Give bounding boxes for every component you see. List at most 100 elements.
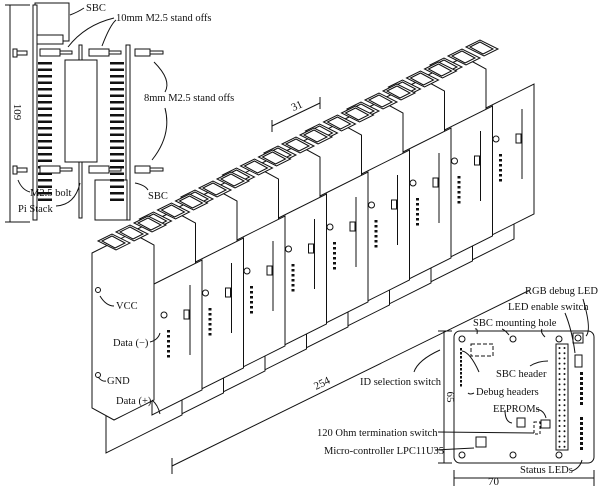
status-led [580,422,583,425]
header-pin [110,68,124,71]
debug-pin [460,384,462,387]
module-led [333,242,336,245]
header-pin [38,172,52,175]
status-led [580,382,583,385]
header-pin [563,430,566,433]
header-pin [558,383,561,386]
module-led [333,267,336,270]
dim-module-pitch: 31 [289,98,304,114]
module-led [457,176,461,179]
module-led [457,201,461,204]
header-pin [110,114,124,117]
label-m25-bolt: M2.5 bolt [30,188,72,199]
microcontroller [475,436,487,448]
module-connector [243,267,251,275]
header-pin [563,393,566,396]
header-pin [110,185,124,188]
header-pin [38,146,52,149]
module-led [416,198,419,201]
bolt-bottom [16,167,28,173]
standoff-8mm [134,48,151,57]
header-pin [110,120,124,123]
header-pin [563,425,566,427]
label-led-switch: LED enable switch [508,302,589,313]
header-pin [38,192,52,195]
module-led [250,291,253,294]
header-pin [38,120,52,123]
module-led [291,279,295,282]
header-pin [38,133,52,136]
module-led [167,355,170,358]
header-pin [563,383,566,386]
header-pin [558,435,561,438]
header-pin [38,140,52,143]
board-left [32,4,38,221]
header-pin [558,347,561,349]
module-led [416,208,419,211]
module-switch [432,177,439,188]
module-led [167,335,170,338]
pi-stack-module [91,215,203,454]
module-led [291,269,295,272]
label-sbc-bottom: SBC [148,191,168,202]
header-pin [110,88,124,91]
header-pin [110,140,124,143]
header-pin [558,393,561,396]
module-switch [349,221,356,232]
module-led [333,252,336,255]
module-led [250,296,253,299]
label-data-minus: Data (−) [113,338,149,349]
module-led [416,218,419,221]
module-led [416,213,419,216]
label-rgb-led: RGB debug LED [525,286,598,297]
module-led [499,164,502,167]
label-id-switch: ID selection switch [360,377,442,388]
label-8mm-standoffs: 8mm M2.5 stand offs [144,93,234,104]
module-led [333,257,336,260]
header-pin [38,68,52,71]
module-led [374,220,378,223]
header-pin [563,414,566,417]
header-pin [38,81,52,84]
header-pin [110,75,124,78]
module-hole [95,287,101,293]
header-pin [38,107,52,110]
module-led [416,203,419,206]
header-pin [558,362,561,365]
debug-pin [460,368,462,371]
status-led [580,402,583,405]
label-microcontroller: Micro-controller LPC11U35 [324,446,444,457]
debug-pin [460,352,462,355]
header-pin [110,172,124,175]
header-pin [38,153,52,156]
header-pin [563,347,566,349]
dim-board-width: 70 [488,476,500,486]
sbc-header-pins [558,347,566,448]
header-pin [558,399,561,401]
module-array-annotations: 31 254 VCC Data (−) GND Data (+) [97,97,531,474]
status-led [580,417,583,420]
module-led [208,328,212,331]
debug-pin [460,356,462,359]
header-pin [38,127,52,130]
header-pin [558,440,561,443]
module-connector [492,135,500,143]
header-pin [563,352,566,355]
label-sbc-header: SBC header [496,369,547,380]
header-pin [558,367,561,370]
header-pin [558,352,561,355]
label-termination-switch: 120 Ohm termination switch [317,428,438,439]
module-led [457,186,461,189]
module-led [374,240,378,243]
module-side-card [151,259,203,416]
bolt-top [16,50,28,56]
header-pin [558,388,561,391]
header-pin [558,378,561,381]
module-switch [266,265,273,276]
module-array [91,39,535,454]
header-pin [558,425,561,427]
module-led [457,191,461,194]
module-connector [202,289,209,297]
